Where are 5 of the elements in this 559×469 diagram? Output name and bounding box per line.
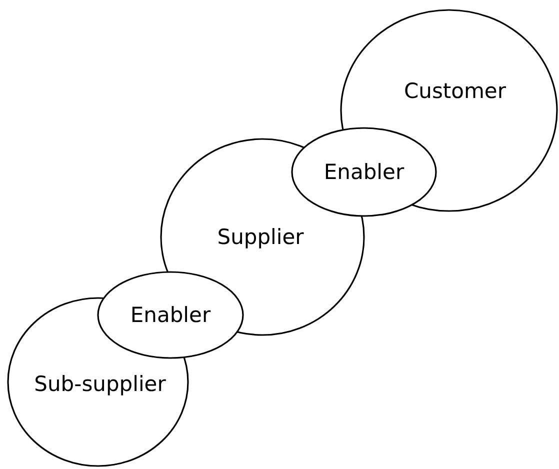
node-label: Enabler	[130, 303, 211, 327]
node-label: Enabler	[324, 160, 404, 184]
node-label: Customer	[404, 78, 506, 102]
node-label: Sub-supplier	[34, 372, 166, 396]
node-label: Supplier	[217, 225, 304, 249]
